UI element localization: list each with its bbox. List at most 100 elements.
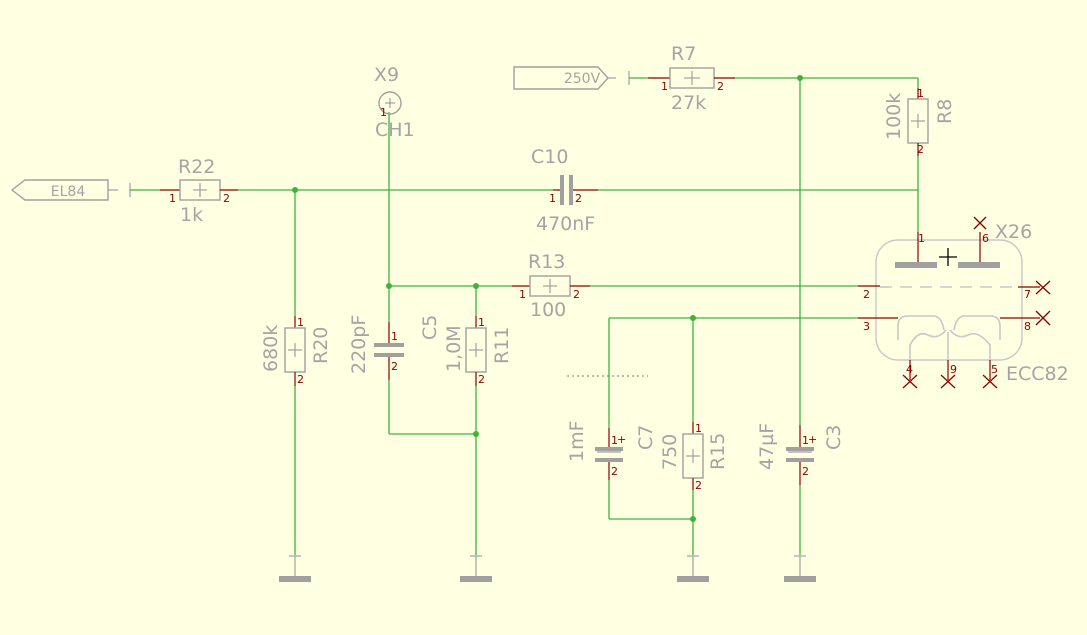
tube-pin-number: 6 [982, 232, 989, 245]
pin-number: 1 [549, 192, 556, 205]
r11-value: 1,0M [443, 325, 465, 372]
tube-pin-number: 7 [1024, 288, 1031, 301]
pin-number: 1 [169, 192, 176, 205]
tube-ecc82[interactable]: 1 2 3 4 5 6 7 8 9 X26 ECC82 [858, 216, 1069, 389]
x9-name: X9 [374, 64, 399, 86]
c5-name: C5 [419, 315, 441, 340]
pin-number: 1 [695, 422, 702, 435]
no-connect-icon [1035, 310, 1051, 326]
capacitor-plate [374, 353, 404, 357]
resistor-r8[interactable]: 1 2 R8 100k [883, 87, 956, 156]
pin-number: 2 [573, 288, 580, 301]
tube-anode [958, 262, 1000, 268]
capacitor-plate [374, 343, 404, 347]
junction-dot [386, 283, 392, 289]
port-flag-shape [513, 66, 609, 90]
ground-bar [460, 576, 492, 582]
capacitor-c5[interactable]: 1 2 C5 220pF [348, 315, 441, 380]
pin-number: 1 [661, 80, 668, 93]
r15-value: 750 [659, 434, 681, 470]
ground-symbols [279, 555, 816, 582]
tube-pin-number: 1 [918, 232, 925, 245]
junctions [292, 75, 803, 522]
pin-number: 2 [611, 465, 618, 478]
r8-name: R8 [934, 99, 956, 124]
resistor-r13[interactable]: 1 2 R13 100 [512, 251, 590, 321]
pin-number: 1 [380, 106, 387, 119]
r13-name: R13 [528, 251, 565, 273]
pin-number: 2 [717, 80, 724, 93]
tube-anode [895, 262, 937, 268]
resistor-r22[interactable]: 1 2 R22 1k [160, 156, 238, 226]
c5-value: 220pF [348, 315, 370, 374]
no-connect-icon [982, 374, 998, 389]
capacitor-plate [786, 458, 814, 462]
no-connect-icon [973, 216, 987, 230]
pin-number: 1 [297, 316, 304, 329]
r15-name: R15 [707, 433, 729, 470]
x9-value: CH1 [375, 119, 415, 141]
tube-pin-number: 2 [863, 288, 870, 301]
r20-name: R20 [310, 327, 332, 364]
pin-number: 1 [917, 87, 924, 100]
r22-value: 1k [180, 204, 203, 226]
r7-value: 27k [671, 92, 706, 114]
capacitor-c3[interactable]: 1 + 2 C3 47µF [756, 423, 845, 485]
ground-icon [279, 555, 311, 582]
junction-dot [797, 75, 803, 81]
no-connect-icon [902, 374, 918, 389]
c3-value: 47µF [756, 423, 778, 470]
resistor-r20[interactable]: 1 2 R20 680k [260, 316, 332, 386]
ground-icon [677, 555, 709, 582]
x26-name: X26 [995, 221, 1032, 243]
capacitor-plate [560, 175, 564, 205]
r7-name: R7 [671, 43, 696, 65]
wires [238, 77, 919, 555]
test-point-x9[interactable]: 1 X9 CH1 [374, 64, 415, 141]
ground-bar [279, 576, 311, 582]
test-point-circle [378, 91, 402, 115]
pin-number: 2 [297, 373, 304, 386]
capacitor-plate [569, 175, 573, 205]
no-connect-icon [940, 374, 956, 389]
capacitor-c7[interactable]: 1 + 2 C7 1mF [566, 420, 657, 480]
tube-cathode [897, 315, 945, 340]
pin-number: 1 [611, 434, 618, 447]
capacitor-plate [595, 447, 623, 451]
resistor-r15[interactable]: 1 2 R15 750 [659, 422, 729, 492]
resistor-r11[interactable]: 1 2 R11 1,0M [443, 316, 513, 386]
tube-pin-number: 8 [1024, 320, 1031, 333]
capacitor-plate [595, 458, 623, 462]
capacitor-plate [786, 447, 814, 451]
resistor-r7[interactable]: 1 2 R7 27k [648, 43, 735, 114]
ground-icon [460, 555, 492, 582]
ground-bar [677, 576, 709, 582]
junction-dot [690, 516, 696, 522]
polarity-plus: + [808, 433, 817, 446]
no-connect-icon [1035, 280, 1051, 295]
c10-value: 470nF [536, 213, 595, 235]
r8-value: 100k [883, 93, 905, 140]
el84-port[interactable]: EL84 [10, 179, 131, 201]
junction-dot [292, 187, 298, 193]
c3-name: C3 [823, 425, 845, 450]
pin-number: 2 [917, 143, 924, 156]
polarity-plus: + [617, 433, 626, 446]
tube-cathode [953, 315, 1001, 340]
tube-heater [909, 329, 947, 360]
pin-number: 1 [519, 288, 526, 301]
junction-dot [473, 283, 479, 289]
tube-heater [949, 329, 991, 360]
pin-number: 2 [802, 465, 809, 478]
junction-dot [473, 431, 479, 437]
250v-port[interactable]: 250V [513, 66, 648, 90]
r22-name: R22 [178, 156, 215, 178]
junction-dot [690, 315, 696, 321]
pin-number: 1 [478, 316, 485, 329]
no-connect-marks [902, 216, 1051, 389]
ecc82-value: ECC82 [1006, 363, 1069, 385]
capacitor-c10[interactable]: 1 2 C10 470nF [531, 146, 598, 235]
tube-pin-number: 4 [906, 363, 913, 376]
c7-value: 1mF [566, 420, 588, 462]
pin-number: 1 [391, 330, 398, 343]
